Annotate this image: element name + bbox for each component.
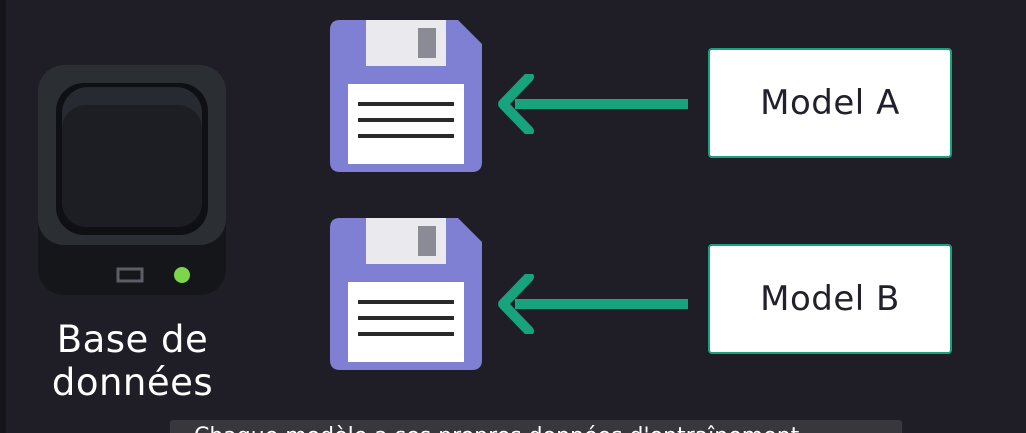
frame-edge bbox=[0, 0, 6, 433]
arrow-left-icon bbox=[498, 74, 688, 134]
model-b-box: Model B bbox=[708, 244, 952, 354]
model-a-label: Model A bbox=[760, 83, 900, 123]
model-b-label: Model B bbox=[760, 279, 900, 319]
subtitle-text: Chaque modèle a ses propres données d'en… bbox=[194, 424, 799, 433]
arrow-left-icon bbox=[498, 274, 688, 334]
database-label: Base de données bbox=[51, 318, 214, 404]
subtitle-bar: Chaque modèle a ses propres données d'en… bbox=[170, 420, 902, 433]
hard-drive-icon bbox=[38, 65, 226, 295]
model-a-box: Model A bbox=[708, 48, 952, 158]
floppy-disk-icon bbox=[330, 218, 482, 370]
floppy-disk-icon bbox=[330, 20, 482, 172]
